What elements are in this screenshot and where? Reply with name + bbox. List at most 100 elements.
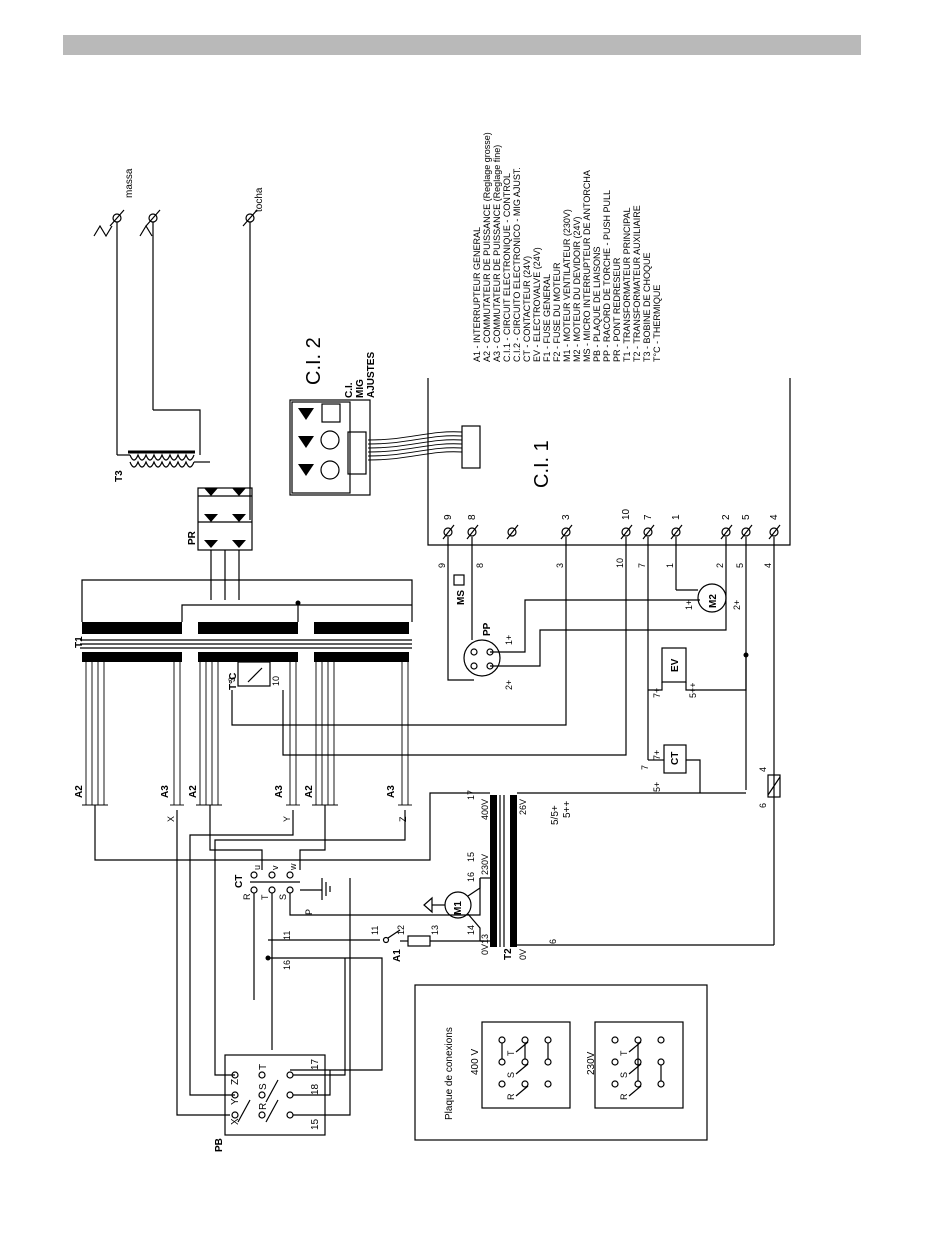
legend-item: C.I.1 - CIRCUIT ELECTRONIQUE - CONTROL	[502, 173, 512, 362]
wire-number: 3	[555, 563, 565, 568]
t2-0v13: 0V13	[480, 934, 490, 955]
a3-label: A3	[386, 785, 397, 798]
legend-item: F2 - FUSE DU MOTEUR	[552, 262, 562, 362]
wire-number: 9	[437, 563, 447, 568]
legend-item: A1 - INTERRUPTEUR GENERAL	[472, 227, 482, 362]
wire-number: 5+	[652, 782, 662, 792]
plaque-title: Plaque de conexions	[444, 1027, 455, 1120]
outputs: massa tocha	[93, 168, 265, 520]
ci2-line1: C.I.	[344, 382, 355, 398]
wire-number: 11	[370, 926, 380, 935]
legend-item: EV - ELECTROVALVE (24V)	[532, 247, 542, 362]
t3-label: T3	[114, 470, 125, 482]
ci1-terminals	[442, 524, 781, 540]
ct-contactor: CT R T S u v w P	[234, 863, 481, 1050]
legend-item: M1 - MOTEUR VENTILATEUR (230V)	[562, 209, 572, 362]
legend-item: M2 - MOTEUR DU DEVIDOIR (24V)	[572, 216, 582, 362]
t2-26v: 26V	[518, 799, 528, 815]
wire-number: 5	[735, 563, 745, 568]
wire-number: 1+	[504, 635, 514, 645]
pb-y-label: Y	[282, 816, 292, 822]
tocha-label: tocha	[254, 187, 265, 212]
m2-label: M2	[708, 594, 719, 608]
legend: A1 - INTERRUPTEUR GENERAL A2 - COMMUTATE…	[472, 132, 662, 362]
wire-number: 6	[548, 939, 558, 944]
ms-label: MS	[456, 590, 467, 605]
ct-v-label: v	[270, 865, 280, 870]
pp-connector: PP MS 1+ 2+	[447, 570, 727, 690]
a2-label: A2	[304, 785, 315, 798]
ci2-line3: AJUSTES	[366, 352, 377, 398]
legend-item: T3 - BOBINE DE CHOQUE	[642, 252, 652, 362]
a2-label: A2	[188, 785, 199, 798]
a3-label: A3	[160, 785, 171, 798]
a1-label: A1	[392, 949, 403, 962]
t1-transformer: T1	[74, 579, 413, 805]
ci1-terminal-label: 3	[561, 514, 572, 520]
wire-number: 16	[282, 960, 292, 970]
legend-item: T°C - THERMIQUE	[652, 285, 662, 362]
t2-230v: 230V	[480, 854, 490, 875]
legend-item: A2 - COMMUTATEUR DE PUISSANCE (Reglage g…	[482, 132, 492, 362]
ct-r-label: R	[242, 893, 252, 900]
ci1-terminal-label: 7	[643, 514, 654, 520]
legend-item: T2 - TRANSFORMATEUR AUXILIAIRE	[632, 205, 642, 362]
ct-t-label: T	[260, 894, 270, 900]
legend-item: CT - CONTACTEUR (24V)	[522, 256, 532, 362]
wire-number: 10	[271, 676, 281, 686]
pr-bridge: PR	[187, 487, 253, 600]
pb-terminal: Z	[230, 1079, 241, 1085]
pb-terminal: 17	[310, 1058, 321, 1070]
t1-label: T1	[74, 636, 85, 648]
pb-terminal: R	[258, 1103, 269, 1110]
t2-label: T2	[503, 948, 514, 960]
plaque-r: R	[506, 1093, 516, 1100]
wire-number: 17	[466, 790, 476, 800]
wire-number: 8	[475, 563, 485, 568]
t3-choke: T3	[114, 450, 210, 482]
t2-out5pp: 5++	[562, 801, 573, 818]
header-bar	[63, 35, 861, 55]
ct-label: CT	[234, 875, 245, 888]
wire-number: 2+	[732, 600, 742, 610]
ct-coil: CT 7+ 5+ 7	[640, 744, 701, 793]
wire-number: 12	[396, 925, 406, 935]
t2-out5: 5/5+	[550, 805, 561, 825]
legend-item: PB - PLAQUE DE LIAISONS	[592, 246, 602, 362]
legend-item: PP - RACORD DE TORCHE - PUSH PULL	[602, 190, 612, 362]
ct-p-label: P	[304, 909, 314, 915]
ev-label: EV	[670, 658, 681, 672]
wire-number: 4	[763, 563, 773, 568]
f2-fuse: 4 6	[758, 767, 781, 808]
wire-number: 7	[637, 563, 647, 568]
pb-terminal: 15	[310, 1118, 321, 1130]
wire-number: 13	[430, 925, 440, 935]
ci1-board: C.I. 1 9 8 3 10 7 1 2 5 4	[427, 378, 791, 546]
pb-terminal: Y	[230, 1098, 241, 1105]
t2-400v: 400V	[480, 799, 490, 820]
legend-item: A3 - COMMUTATEUR DE PUISSANCE (Reglage f…	[492, 145, 502, 362]
pb-terminal: T	[258, 1064, 269, 1070]
pb-terminal: S	[258, 1083, 269, 1090]
legend-item: T1 - TRANSFORMATEUR PRINCIPAL	[622, 207, 632, 362]
legend-item: MS - MICRO INTERRUPTEUR DE ANTORCHA	[582, 170, 592, 362]
wire-number: 7+	[652, 750, 662, 760]
plaque-t: T	[506, 1050, 516, 1056]
plaque-t: T	[619, 1050, 629, 1056]
m1-fan: M1 14	[423, 878, 481, 941]
ct-w-label: w	[288, 863, 298, 871]
legend-item: F1 - FUSE GENERAL	[542, 274, 552, 362]
pb-label: PB	[214, 1138, 225, 1152]
wire-number: 4	[758, 767, 768, 772]
legend-item: PR - PONT REDRESEUR	[612, 257, 622, 362]
a1-switch: A1 11 16 11 12 13	[265, 925, 484, 1071]
plaque-400v: 400 V	[470, 1049, 481, 1075]
m1-label: M1	[453, 901, 464, 915]
a2-label: A2	[74, 785, 85, 798]
wire-number: 5++	[688, 682, 698, 698]
power-switches: A2 A3 A2 A3 A2 A3 X Y Z	[74, 785, 480, 1116]
ct-s-label: S	[278, 894, 288, 900]
ct-u-label: u	[252, 865, 262, 870]
ci1-terminal-label: 8	[467, 514, 478, 520]
